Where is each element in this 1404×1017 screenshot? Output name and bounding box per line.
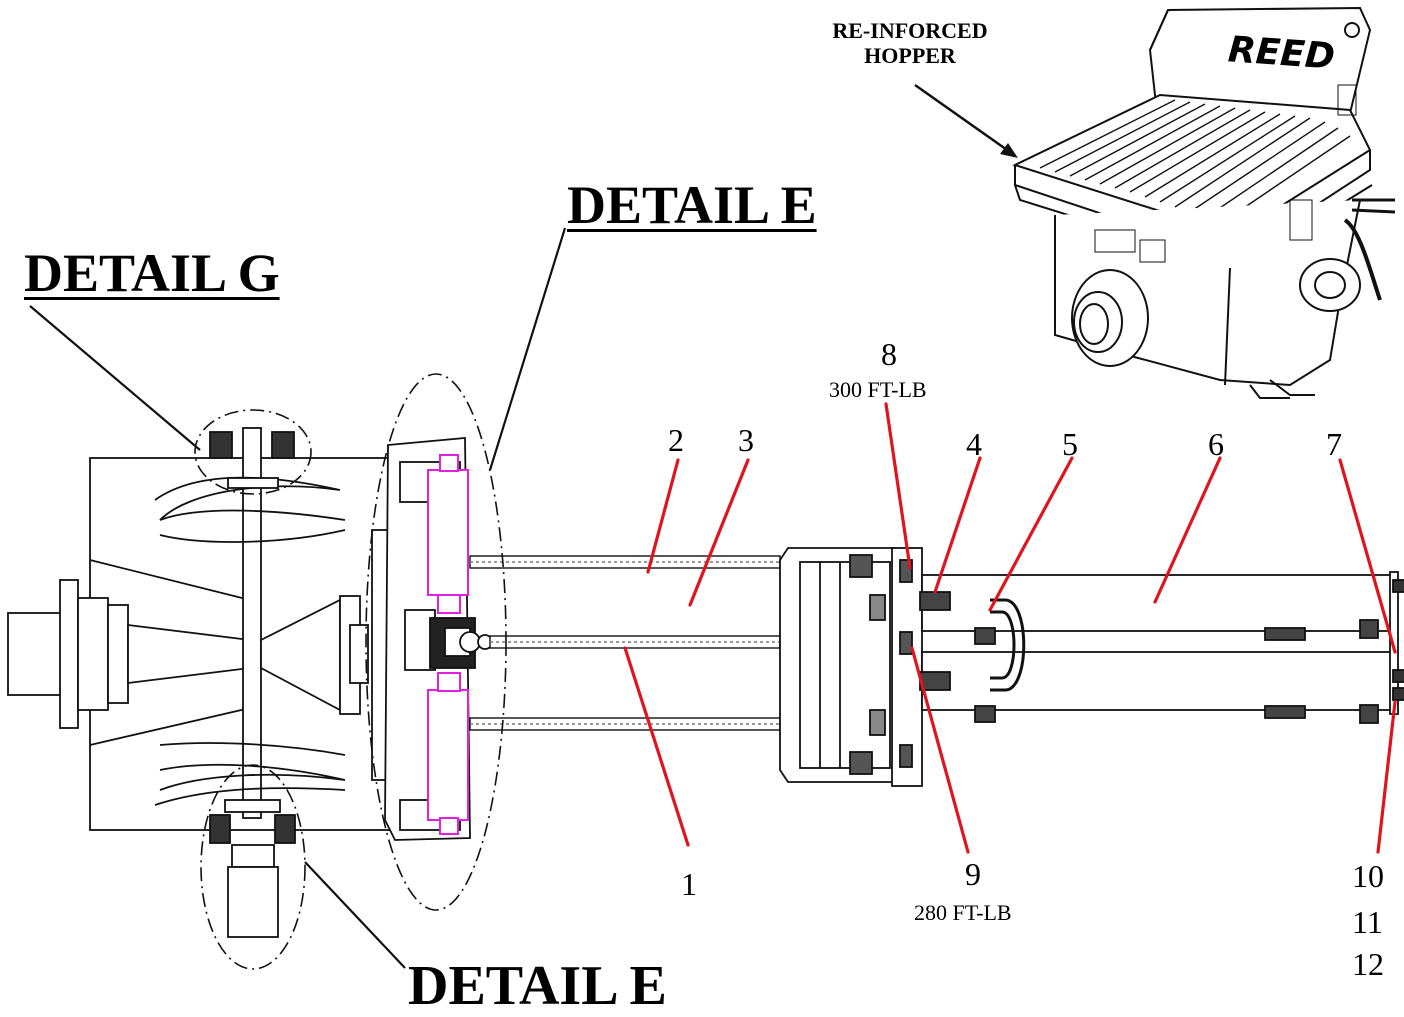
reed-logo: REED	[1226, 29, 1337, 78]
part-leaders	[623, 402, 1397, 854]
leader-4	[933, 456, 982, 594]
hopper-caption-line1: RE-INFORCED	[832, 18, 988, 43]
part-number-2: 2	[668, 422, 684, 458]
leader-5	[988, 456, 1074, 612]
torque-8: 300 FT-LB	[829, 377, 927, 402]
detail-circles	[194, 373, 507, 970]
part-number-10: 10	[1352, 858, 1384, 894]
part-number-3: 3	[738, 422, 754, 458]
leader-6	[1153, 456, 1222, 604]
hydraulic-cylinder-upper	[427, 454, 469, 614]
leader-7	[1338, 458, 1397, 654]
part-number-9: 9	[965, 856, 981, 892]
water-box	[779, 547, 923, 787]
part-number-12: 12	[1352, 946, 1384, 982]
detail-e-bottom-label: DETAIL E	[408, 955, 667, 1017]
part-number-11: 11	[1352, 904, 1383, 940]
part-number-1: 1	[681, 866, 697, 902]
u-tube-hose	[990, 598, 1026, 692]
part-number-6: 6	[1208, 426, 1224, 462]
part-number-7: 7	[1326, 426, 1342, 462]
detail-leaders	[29, 227, 567, 969]
leader-1	[623, 646, 690, 847]
hopper-caption: RE-INFORCED HOPPER	[810, 18, 1010, 69]
torque-9: 280 FT-LB	[914, 900, 1012, 925]
hopper-illustration	[1012, 6, 1396, 399]
leader-8	[884, 402, 912, 570]
leader-9	[910, 646, 970, 854]
hydraulic-cylinder-lower	[427, 672, 469, 835]
detail-e-top-label: DETAIL E	[567, 175, 817, 235]
hopper-body-side-view	[7, 427, 391, 938]
drive-cylinders	[919, 571, 1404, 724]
leader-3	[688, 458, 750, 607]
tie-rods	[469, 555, 781, 731]
hopper-arrow	[914, 83, 1018, 158]
hopper-caption-line2: HOPPER	[864, 43, 956, 69]
detail-g-label: DETAIL G	[24, 243, 280, 303]
part-number-4: 4	[966, 426, 982, 462]
leader-2	[646, 458, 680, 574]
leader-10	[1376, 700, 1397, 854]
part-number-5: 5	[1062, 426, 1078, 462]
part-number-8: 8	[881, 336, 897, 372]
